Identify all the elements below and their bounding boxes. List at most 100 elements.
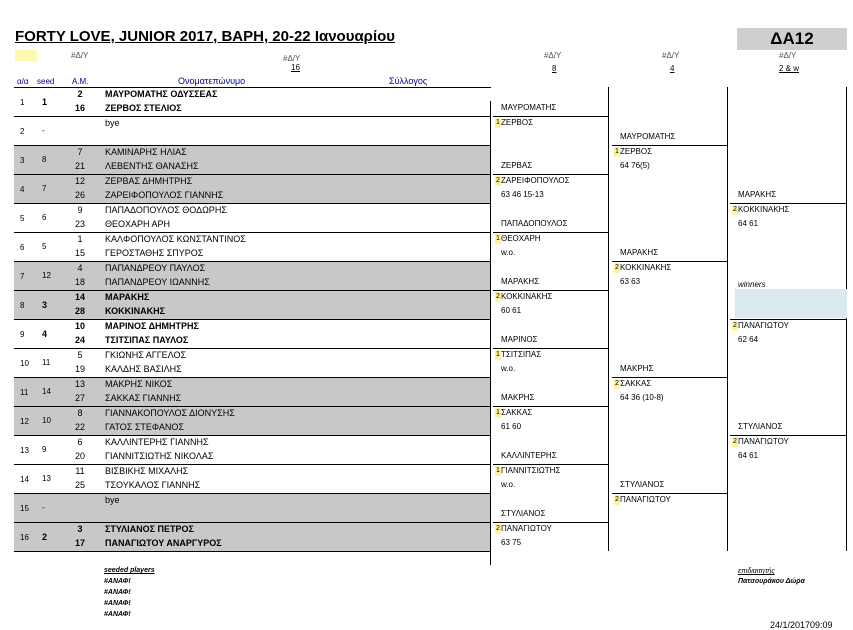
draw-position: 3 — [20, 156, 25, 165]
draw-connector — [490, 159, 491, 217]
bracket-name: ΖΕΡΒΟΣ — [501, 118, 534, 127]
bracket-name: ΠΑΝΑΓΙΩΤΟΥ — [738, 437, 789, 446]
player-am: 26 — [74, 190, 85, 200]
player-name: ΠΑΝΑΓΙΩΤΟΥ ΑΝΑΡΓΥΡΟΣ — [105, 538, 222, 548]
player-am: 3 — [77, 524, 83, 534]
winners-label: winners — [738, 280, 766, 289]
draw-row — [14, 232, 491, 262]
player-am: 10 — [74, 321, 85, 331]
bracket-connector — [727, 203, 728, 319]
player-name: ΜΑΥΡΟΜΑΤΗΣ ΟΔΥΣΣΕΑΣ — [105, 89, 218, 99]
draw-row — [14, 435, 491, 465]
winner-marker: 2 — [495, 292, 501, 302]
match-score: 64 61 — [738, 219, 759, 228]
referee-title: επιδιαιτητής — [738, 568, 775, 575]
winner-marker: 2 — [614, 495, 620, 505]
bracket-connector — [608, 377, 609, 435]
bracket-line — [493, 348, 608, 349]
player-am: 24 — [74, 335, 85, 345]
player-am: 20 — [74, 451, 85, 461]
draw-position: 13 — [20, 446, 29, 455]
draw-position: 5 — [20, 214, 25, 223]
bracket-name: ΖΕΡΒΟΣ — [620, 147, 653, 156]
player-am: 18 — [74, 277, 85, 287]
bracket-name: ΜΑΥΡΟΜΑΤΗΣ — [620, 132, 676, 141]
bracket-line — [493, 290, 608, 291]
yellow-box — [15, 50, 37, 61]
player-name: ΖΕΡΒΟΣ ΣΤΕΛΙΟΣ — [105, 103, 182, 113]
bracket-connector — [608, 435, 609, 493]
player-name: ΣΑΚΚΑΣ ΓΙΑΝΝΗΣ — [105, 393, 182, 403]
winner-marker: 2 — [495, 524, 501, 534]
draw-position: 10 — [20, 359, 29, 368]
winner-marker: 2 — [732, 205, 738, 215]
round-label-2: 4 — [670, 64, 675, 73]
bracket-name: ΜΑΚΡΗΣ — [620, 364, 654, 373]
player-name: ΤΣΙΤΣΙΠΑΣ ΠΑΥΛΟΣ — [105, 335, 189, 345]
bracket-connector — [608, 203, 609, 261]
player-name: ΖΑΡΕΙΦΟΠΟΥΛΟΣ ΓΙΑΝΝΗΣ — [105, 190, 224, 200]
bracket-connector — [608, 261, 609, 319]
draw-position: 7 — [20, 272, 25, 281]
player-am: 12 — [74, 176, 85, 186]
bracket-name: ΣΤΥΛΙΑΝΟΣ — [738, 422, 783, 431]
draw-row — [14, 261, 491, 291]
draw-seed: 2 — [42, 532, 48, 542]
draw-seed: 14 — [42, 387, 51, 396]
match-score: 63 75 — [501, 538, 522, 547]
bracket-connector — [727, 435, 728, 551]
bracket-name: ΜΑΡΑΚΗΣ — [620, 248, 659, 257]
draw-row — [14, 87, 491, 117]
seeded-line: #ΑΝΑΦ! — [104, 600, 131, 607]
match-score: 63 63 — [620, 277, 641, 286]
match-score: 63 46 15-13 — [501, 190, 544, 199]
draw-row — [14, 493, 491, 523]
winner-marker: 1 — [495, 234, 501, 244]
bracket-name: ΚΟΚΚΙΝΑΚΗΣ — [738, 205, 790, 214]
player-name: ΤΣΟΥΚΑΛΟΣ ΓΙΑΝΝΗΣ — [105, 480, 201, 490]
draw-seed: - — [42, 503, 45, 512]
player-name: ΚΑΛΛΙΝΤΕΡΗΣ ΓΙΑΝΝΗΣ — [105, 437, 209, 447]
bracket-name: ΜΑΡΑΚΗΣ — [738, 190, 777, 199]
player-am: 19 — [74, 364, 85, 374]
match-score: w.o. — [501, 480, 516, 489]
col-am: Α.Μ. — [72, 77, 89, 86]
timestamp: 24/1/201709:09 — [770, 620, 833, 630]
player-name: ΓΑΤΟΣ ΣΤΕΦΑΝΟΣ — [105, 422, 184, 432]
bracket-name: ΠΑΝΑΓΙΩΤΟΥ — [620, 495, 671, 504]
draw-position: 2 — [20, 127, 25, 136]
bracket-line — [612, 261, 727, 262]
player-name: ΓΙΑΝΝΙΤΣΙΩΤΗΣ ΝΙΚΟΛΑΣ — [105, 451, 214, 461]
winner-marker: 1 — [495, 350, 501, 360]
winner-marker: 1 — [495, 408, 501, 418]
player-name: ΜΑΡΑΚΗΣ — [105, 292, 150, 302]
bracket-name: ΤΣΙΤΣΙΠΑΣ — [501, 350, 542, 359]
player-am: 21 — [74, 161, 85, 171]
seeded-title: seeded players — [104, 567, 155, 574]
match-score: 62 64 — [738, 335, 759, 344]
seeded-line: #ΑΝΑΦ! — [104, 578, 131, 585]
table-bottom-border — [14, 551, 491, 552]
draw-connector — [490, 101, 491, 159]
col-oa: α/α — [17, 77, 29, 86]
draw-seed: 8 — [42, 155, 47, 164]
bracket-name: ΘΕΟΧΑΡΗ — [501, 234, 541, 243]
draw-position: 14 — [20, 475, 29, 484]
player-am: 2 — [77, 89, 83, 99]
draw-connector — [490, 449, 491, 507]
seeded-line: #ΑΝΑΦ! — [104, 611, 131, 618]
player-name: ΜΑΚΡΗΣ ΝΙΚΟΣ — [105, 379, 173, 389]
player-name: ΠΑΠΑΝΔΡΕΟΥ ΠΑΥΛΟΣ — [105, 263, 206, 273]
draw-seed: 12 — [42, 271, 51, 280]
match-score: 61 60 — [501, 422, 522, 431]
bracket-name: ΠΑΝΑΓΙΩΤΟΥ — [738, 321, 789, 330]
bracket-line — [612, 145, 727, 146]
round-label-1: 8 — [552, 64, 557, 73]
draw-connector — [490, 391, 491, 449]
bracket-name: ΠΑΝΑΓΙΩΤΟΥ — [501, 524, 552, 533]
bracket-name: ΣΑΚΚΑΣ — [620, 379, 652, 388]
bracket-name: ΜΑΥΡΟΜΑΤΗΣ — [501, 103, 557, 112]
bracket-line — [730, 203, 846, 204]
draw-seed: 6 — [42, 213, 47, 222]
match-score: 60 61 — [501, 306, 522, 315]
